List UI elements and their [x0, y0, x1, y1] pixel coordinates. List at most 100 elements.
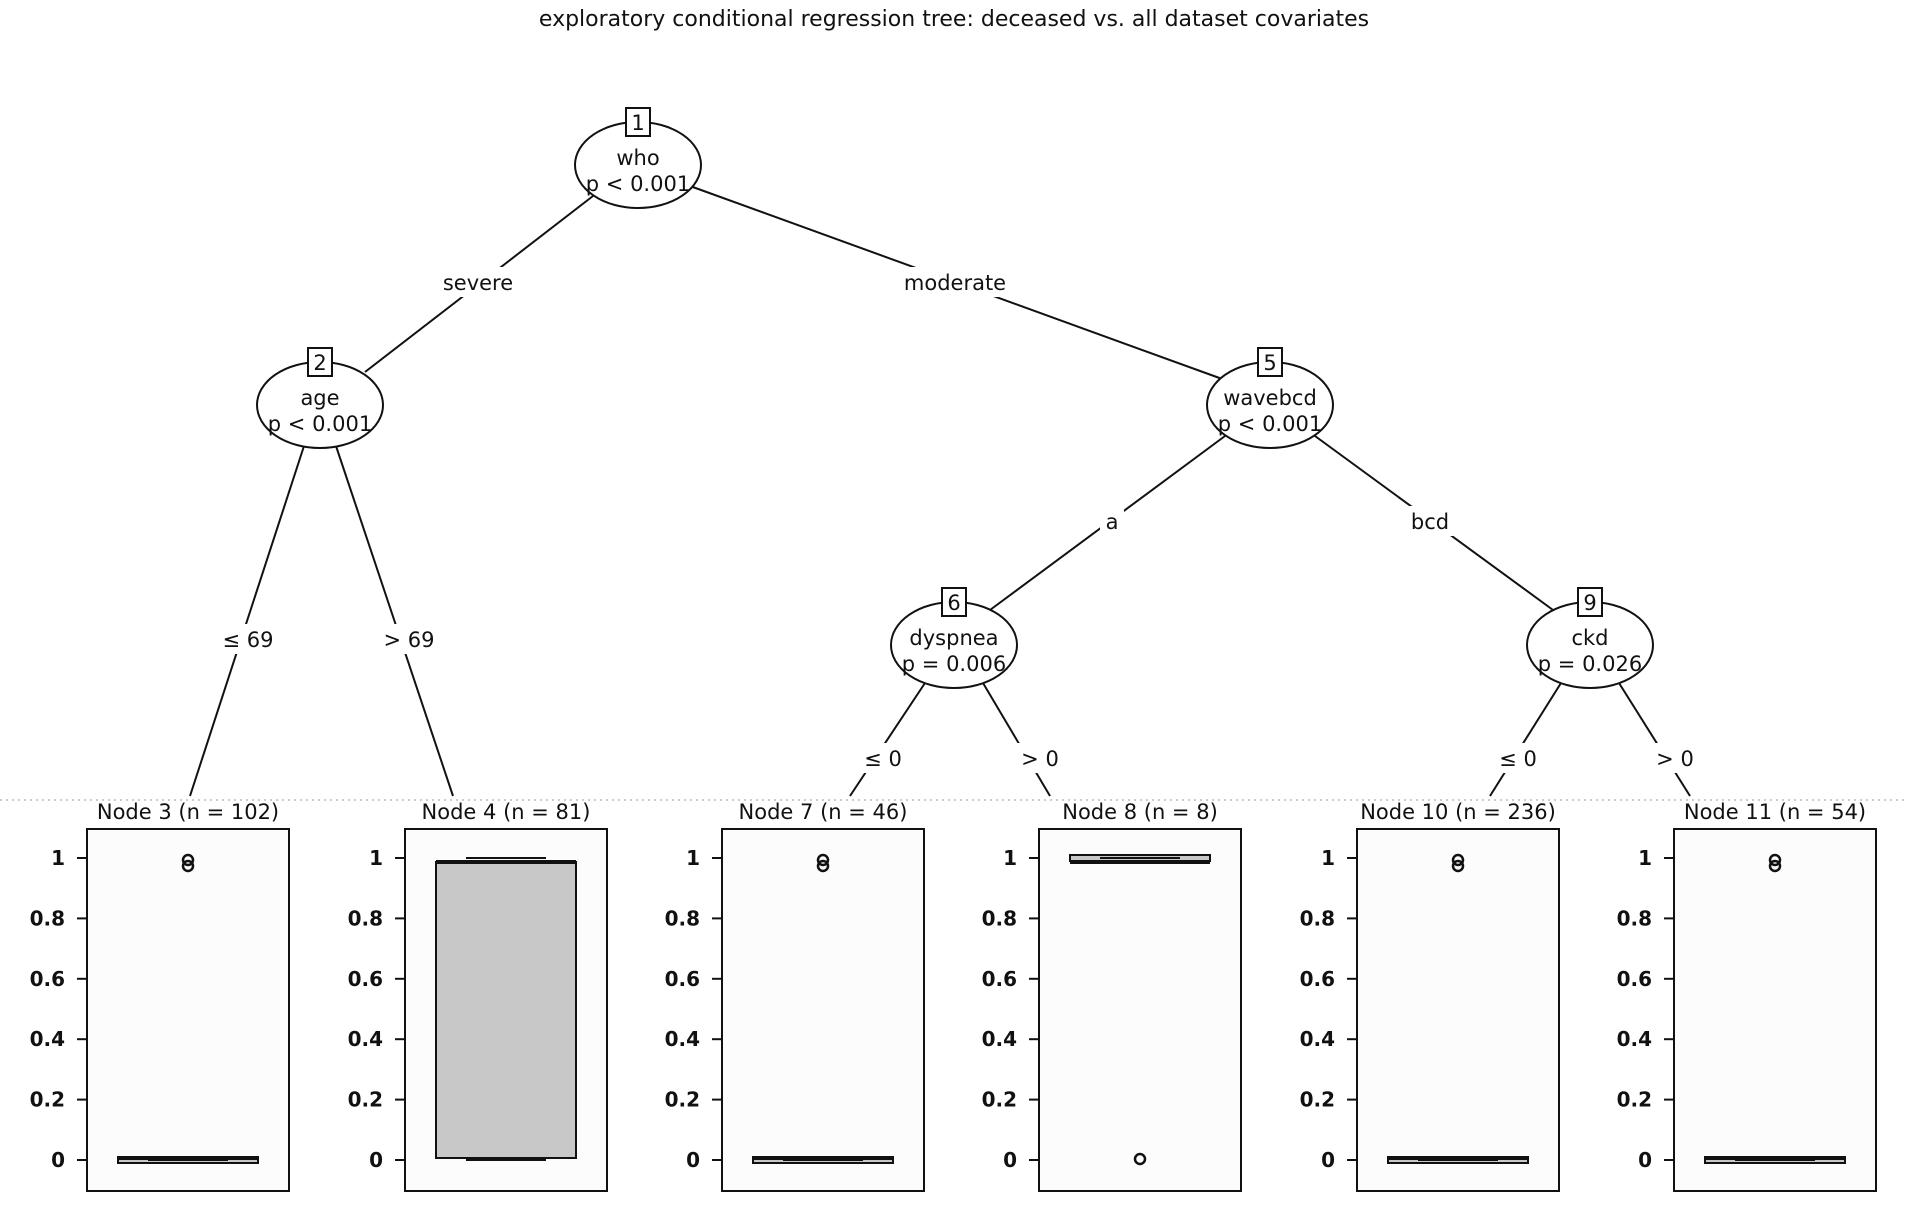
node-variable: wavebcd	[1223, 386, 1317, 410]
edge-6-8: > 0	[982, 682, 1063, 797]
y-tick-label: 0.6	[1617, 967, 1652, 991]
y-tick-label: 1	[1321, 846, 1335, 870]
node-id: 6	[947, 591, 960, 615]
edge-line	[849, 682, 926, 797]
leaf-node-10: Node 10 (n = 236)00.20.40.60.81	[1300, 800, 1560, 1192]
y-tick-label: 1	[686, 846, 700, 870]
node-id: 5	[1263, 351, 1276, 375]
edge-label-bg	[1652, 743, 1698, 773]
y-tick-label: 1	[1638, 846, 1652, 870]
edges-layer: severe moderate ≤ 69 > 69 a bcd ≤ 0 > 0 ≤ 0 > 0	[189, 185, 1698, 797]
y-tick-label: 0.6	[982, 967, 1017, 991]
node-variable: ckd	[1571, 626, 1608, 650]
edge-label: > 0	[1021, 747, 1059, 771]
edge-label-bg	[380, 624, 438, 654]
edge-label-bg	[1495, 743, 1541, 773]
node-pvalue: p = 0.006	[902, 652, 1006, 676]
leaf-title: Node 8 (n = 8)	[1062, 800, 1218, 824]
edge-label-bg	[437, 267, 519, 297]
outlier-point	[816, 853, 830, 867]
leaf-node-3: Node 3 (n = 102)00.20.40.60.81	[30, 800, 290, 1192]
y-tick-label: 0.2	[1617, 1088, 1652, 1112]
y-tick-label: 0.8	[348, 906, 383, 930]
leaf-node-8: Node 8 (n = 8) 0 0.2 0.4 0.6 0.8 1	[982, 800, 1242, 1192]
y-tick-label: 0.6	[30, 967, 65, 991]
y-tick-label: 0.4	[348, 1027, 383, 1051]
leaf-plot-frame	[1038, 828, 1242, 1192]
y-tick-label: 0.4	[982, 1027, 1017, 1051]
node-id-box	[625, 107, 651, 137]
outlier-point	[181, 853, 195, 867]
edge-9-11: > 0	[1618, 682, 1698, 797]
y-tick-label: 0.2	[1300, 1088, 1335, 1112]
y-tick-label: 1	[1003, 846, 1017, 870]
leaf-plot-frame	[86, 828, 290, 1192]
edge-label-bg	[1100, 506, 1124, 536]
edge-label: moderate	[904, 271, 1006, 295]
edge-line	[335, 445, 454, 797]
node-id-box	[1577, 587, 1603, 617]
edge-line	[982, 682, 1051, 797]
y-tick-label: 0.2	[30, 1088, 65, 1112]
edge-6-7: ≤ 0	[849, 682, 926, 797]
node-id-box	[941, 587, 967, 617]
leaf-plot-frame	[1673, 828, 1877, 1192]
edge-label-bg	[1017, 743, 1063, 773]
y-tick-label: 0.8	[1300, 906, 1335, 930]
edge-label: severe	[443, 271, 513, 295]
edge-1-5: moderate	[689, 185, 1226, 381]
y-tick-label: 1	[51, 846, 65, 870]
y-tick-label: 0.6	[348, 967, 383, 991]
edge-label: bcd	[1411, 510, 1449, 534]
edge-line	[189, 445, 305, 797]
outlier-point	[1768, 853, 1782, 867]
edge-line	[1618, 682, 1691, 797]
y-tick-label: 0.6	[1300, 967, 1335, 991]
edge-1-2: severe	[364, 195, 594, 373]
y-tick-label: 0.6	[665, 967, 700, 991]
y-tick-label: 0.4	[1300, 1027, 1335, 1051]
leaf-plot-frame	[721, 828, 925, 1192]
outlier-point	[1451, 853, 1465, 867]
leaf-title: Node 4 (n = 81)	[422, 800, 591, 824]
diagram-title: exploratory conditional regression tree:…	[539, 7, 1369, 32]
edge-label: ≤ 69	[223, 628, 274, 652]
edge-label-bg	[902, 267, 1008, 297]
y-tick-label: 0.8	[982, 906, 1017, 930]
node-variable: who	[616, 146, 659, 170]
y-tick-label: 0	[1003, 1148, 1017, 1172]
node-pvalue: p < 0.001	[1218, 412, 1322, 436]
y-tick-label: 0.4	[30, 1027, 65, 1051]
y-tick-label: 0.2	[665, 1088, 700, 1112]
edge-label: > 0	[1656, 747, 1694, 771]
node-variable: age	[300, 386, 339, 410]
outlier-point	[1133, 1152, 1147, 1166]
edge-9-10: ≤ 0	[1489, 682, 1562, 797]
y-tick-label: 0	[1638, 1148, 1652, 1172]
edge-5-6: a	[989, 435, 1226, 611]
y-tick-label: 0	[1321, 1148, 1335, 1172]
leaf-node-7: Node 7 (n = 46)00.20.40.60.81	[665, 800, 925, 1192]
node-id-box	[1257, 347, 1283, 377]
edge-2-4: > 69	[335, 445, 454, 797]
outlier-point	[816, 859, 830, 873]
node-pvalue: p < 0.001	[586, 172, 690, 196]
node-pvalue: p < 0.001	[268, 412, 372, 436]
y-tick-label: 0.8	[665, 906, 700, 930]
leaf-plot-frame	[1356, 828, 1560, 1192]
outlier-point	[1451, 859, 1465, 873]
y-tick-label: 0.4	[1617, 1027, 1652, 1051]
node-id: 1	[631, 111, 644, 135]
edge-label: ≤ 0	[864, 747, 902, 771]
y-tick-label: 0	[51, 1148, 65, 1172]
edge-5-9: bcd	[1314, 435, 1554, 611]
y-tick-label: 1	[369, 846, 383, 870]
edge-line	[1489, 682, 1562, 797]
edge-label-bg	[1407, 506, 1453, 536]
y-tick-label: 0.2	[982, 1088, 1017, 1112]
node-variable: dyspnea	[909, 626, 998, 650]
